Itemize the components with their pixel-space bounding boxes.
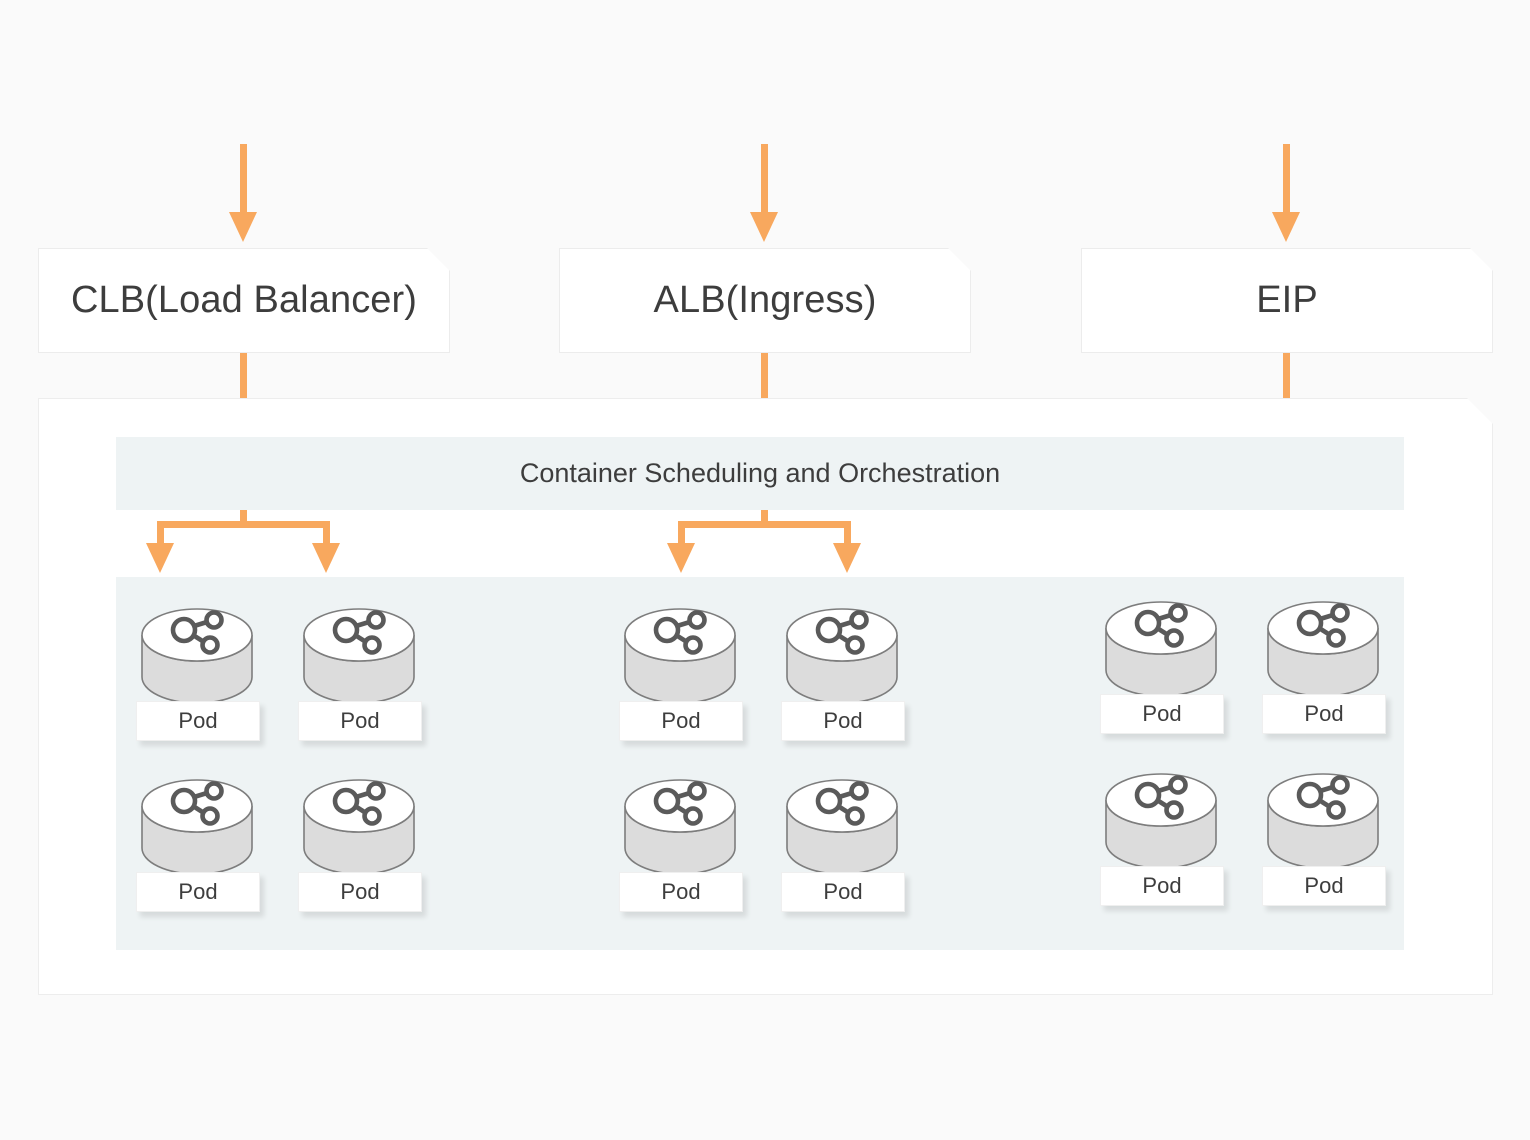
pod-cylinder [1104, 772, 1218, 870]
pod-label: Pod [619, 872, 743, 912]
pod-g2-r2-c2[interactable]: Pod [781, 778, 905, 912]
eip-box-label: EIP [1256, 279, 1318, 321]
pod-label: Pod [298, 701, 422, 741]
pod-label: Pod [1262, 866, 1386, 906]
pod-cylinder-shape [141, 608, 253, 704]
pod-g1-r1-c2[interactable]: Pod [298, 607, 422, 741]
pod-g3-r2-c1[interactable]: Pod [1100, 772, 1224, 906]
pod-label: Pod [136, 872, 260, 912]
clb-branch-right-drop [323, 521, 330, 546]
pod-g2-r1-c1[interactable]: Pod [619, 607, 743, 741]
orchestration-band: Container Scheduling and Orchestration [116, 437, 1404, 510]
pod-label: Pod [298, 872, 422, 912]
pod-cylinder [785, 607, 899, 705]
pod-cylinder-shape [624, 779, 736, 875]
pod-g3-r2-c2[interactable]: Pod [1262, 772, 1386, 906]
alb-branch-stem [761, 510, 768, 527]
pod-cylinder-shape [786, 779, 898, 875]
clb-box-label: CLB(Load Balancer) [70, 279, 418, 321]
pod-label: Pod [1100, 694, 1224, 734]
pod-cylinder-shape [303, 608, 415, 704]
alb-branch-left-drop [678, 521, 685, 546]
pod-label: Pod [1262, 694, 1386, 734]
pod-cylinder [785, 778, 899, 876]
network-share-icon [1134, 603, 1188, 648]
network-share-icon [170, 781, 224, 826]
alb-branch-right-head [833, 543, 861, 573]
pod-cylinder [1266, 600, 1380, 698]
eip-box[interactable]: EIP [1081, 248, 1493, 353]
network-share-icon [815, 781, 869, 826]
network-share-icon [332, 610, 386, 655]
pod-g2-r2-c1[interactable]: Pod [619, 778, 743, 912]
pod-cylinder [302, 778, 416, 876]
pod-cylinder-shape [786, 608, 898, 704]
network-share-icon [653, 781, 707, 826]
network-share-icon [1296, 603, 1350, 648]
pod-cylinder-shape [303, 779, 415, 875]
pod-g3-r1-c2[interactable]: Pod [1262, 600, 1386, 734]
network-share-icon [815, 610, 869, 655]
inbound-arrow-clb-line [240, 144, 247, 216]
inbound-arrow-eip-head [1272, 212, 1300, 242]
alb-branch-left-head [667, 543, 695, 573]
network-share-icon [170, 610, 224, 655]
pod-label: Pod [781, 701, 905, 741]
pod-label: Pod [136, 701, 260, 741]
pod-cylinder [623, 607, 737, 705]
pod-cylinder [140, 778, 254, 876]
pod-cylinder-shape [1105, 601, 1217, 697]
pod-cylinder [302, 607, 416, 705]
network-share-icon [653, 610, 707, 655]
clb-branch-bar [157, 521, 330, 528]
pod-label: Pod [781, 872, 905, 912]
clb-branch-right-head [312, 543, 340, 573]
pod-g1-r2-c1[interactable]: Pod [136, 778, 260, 912]
pod-cylinder [1104, 600, 1218, 698]
network-share-icon [332, 781, 386, 826]
pod-cylinder-shape [624, 608, 736, 704]
pod-g2-r1-c2[interactable]: Pod [781, 607, 905, 741]
network-share-icon [1134, 775, 1188, 820]
clb-branch-left-drop [157, 521, 164, 546]
alb-box[interactable]: ALB(Ingress) [559, 248, 971, 353]
pod-cylinder-shape [1267, 773, 1379, 869]
clb-box[interactable]: CLB(Load Balancer) [38, 248, 450, 353]
alb-branch-bar [678, 521, 851, 528]
inbound-arrow-alb-head [750, 212, 778, 242]
clb-branch-left-head [146, 543, 174, 573]
pod-label: Pod [619, 701, 743, 741]
network-share-icon [1296, 775, 1350, 820]
pod-cylinder-shape [141, 779, 253, 875]
pod-cylinder [623, 778, 737, 876]
pod-cylinder-shape [1105, 773, 1217, 869]
inbound-arrow-eip-line [1283, 144, 1290, 216]
pod-label: Pod [1100, 866, 1224, 906]
pod-g1-r2-c2[interactable]: Pod [298, 778, 422, 912]
pod-cylinder [140, 607, 254, 705]
orchestration-band-label: Container Scheduling and Orchestration [519, 458, 1001, 488]
alb-box-label: ALB(Ingress) [653, 279, 877, 321]
pod-cylinder [1266, 772, 1380, 870]
pod-cylinder-shape [1267, 601, 1379, 697]
alb-branch-right-drop [844, 521, 851, 546]
clb-branch-stem [240, 510, 247, 527]
inbound-arrow-clb-head [229, 212, 257, 242]
inbound-arrow-alb-line [761, 144, 768, 216]
pod-g1-r1-c1[interactable]: Pod [136, 607, 260, 741]
pod-g3-r1-c1[interactable]: Pod [1100, 600, 1224, 734]
